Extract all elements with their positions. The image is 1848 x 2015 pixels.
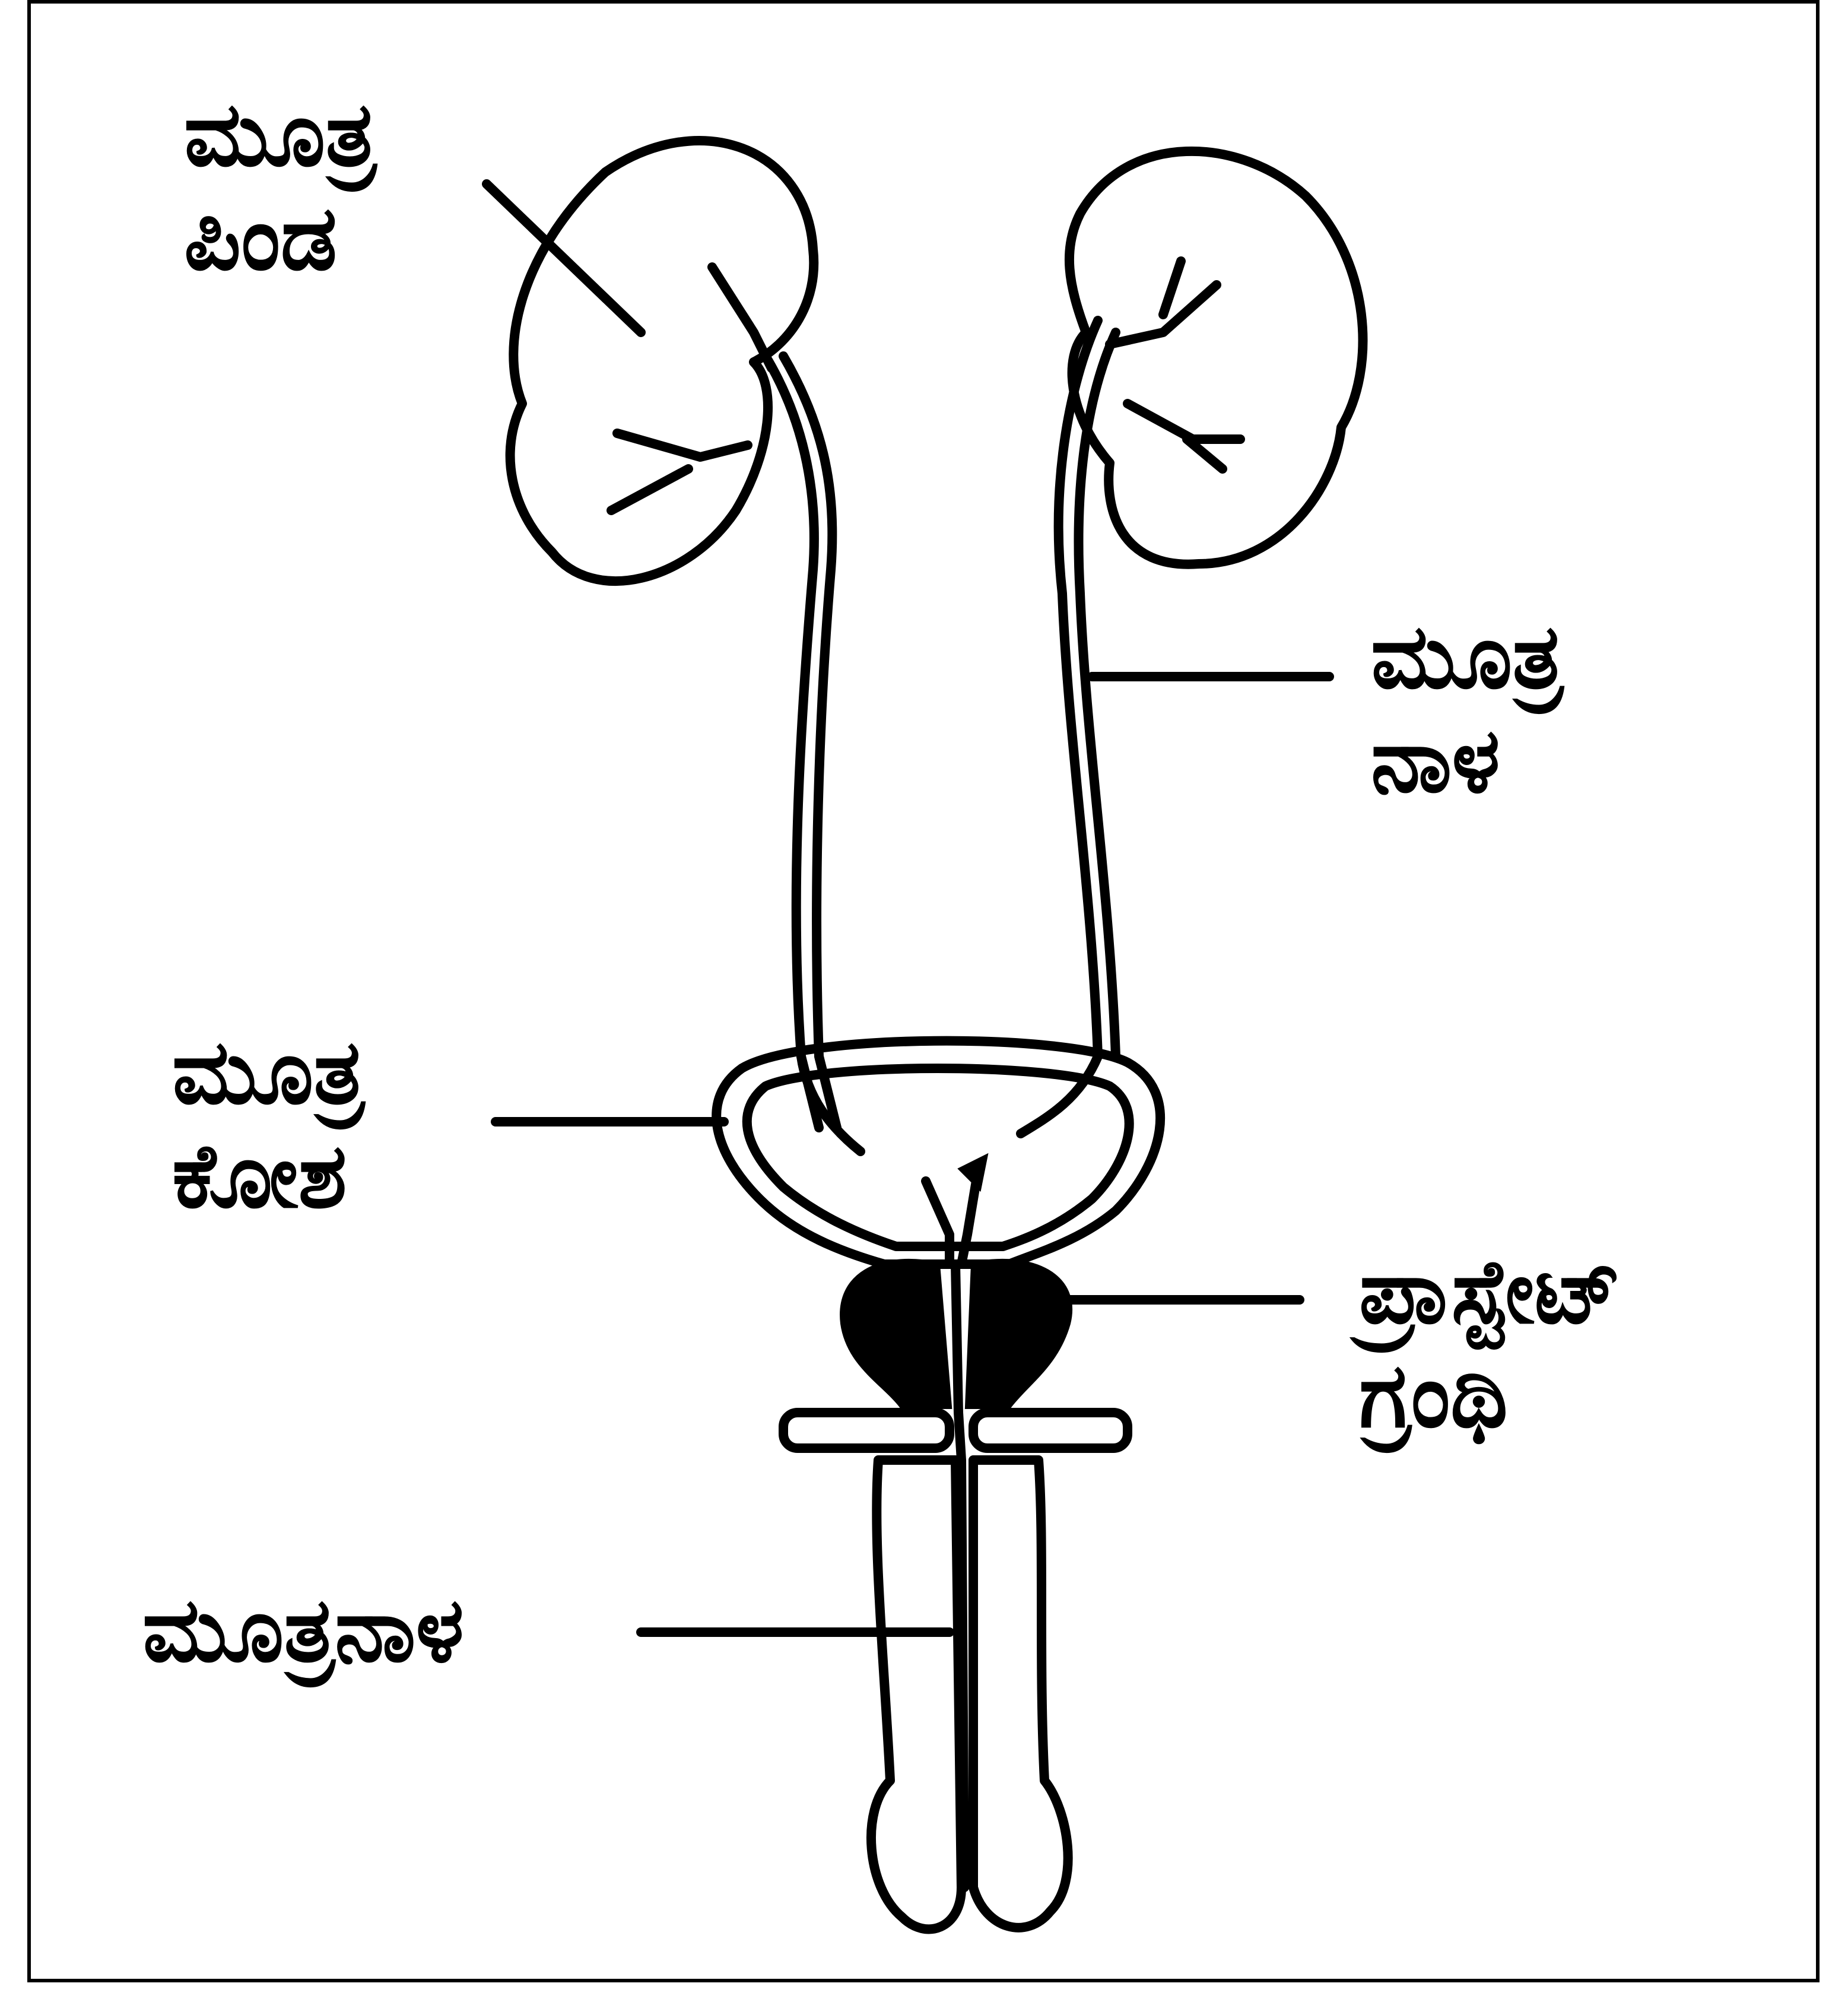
kidney-label-line2: ಪಿಂಡ xyxy=(184,187,376,291)
urethra-label-text: ಮೂತ್ರನಾಳ xyxy=(142,1579,464,1683)
bladder-arrow xyxy=(961,1157,985,1187)
urethra-label: ಮೂತ್ರನಾಳ xyxy=(142,1579,464,1683)
left-ureter-outer xyxy=(766,356,819,1128)
urethral-collar-left xyxy=(783,1413,950,1448)
penile-shaft-right xyxy=(973,1460,1068,1928)
prostate-left-lobe xyxy=(842,1261,950,1407)
urethral-collar-right xyxy=(973,1413,1128,1448)
prostate-label-line1: ಪ್ರಾಸ್ಟೇಟ್ xyxy=(1359,1240,1621,1344)
bladder-label-line1: ಮೂತ್ರ xyxy=(172,1021,364,1125)
right-kidney xyxy=(1069,151,1363,564)
right-kidney-calyx-upper xyxy=(1110,261,1217,344)
bladder-label-line2: ಕೋಶ xyxy=(172,1125,364,1229)
kidney-label: ಮೂತ್ರ ಪಿಂಡ xyxy=(184,83,376,291)
bladder-channel-left xyxy=(926,1181,950,1264)
ureter-label: ಮೂತ್ರ ನಾಳ xyxy=(1371,605,1563,813)
ureter-label-line2: ನಾಳ xyxy=(1371,709,1563,813)
penile-shaft-left xyxy=(871,1460,961,1929)
kidney-label-line1: ಮೂತ್ರ xyxy=(184,83,376,187)
ureter-label-line1: ಮೂತ್ರ xyxy=(1371,605,1563,709)
prostate-right-lobe xyxy=(967,1261,1070,1407)
prostate-label: ಪ್ರಾಸ್ಟೇಟ್ ಗ್ರಂಥಿ xyxy=(1359,1240,1621,1448)
right-kidney-calyx-lower xyxy=(1128,404,1240,469)
kidney-leader-line xyxy=(487,184,641,332)
prostate-label-line2: ಗ್ರಂಥಿ xyxy=(1359,1344,1621,1448)
left-kidney-calyx-lower xyxy=(611,433,748,510)
bladder-label: ಮೂತ್ರ ಕೋಶ xyxy=(172,1021,364,1229)
